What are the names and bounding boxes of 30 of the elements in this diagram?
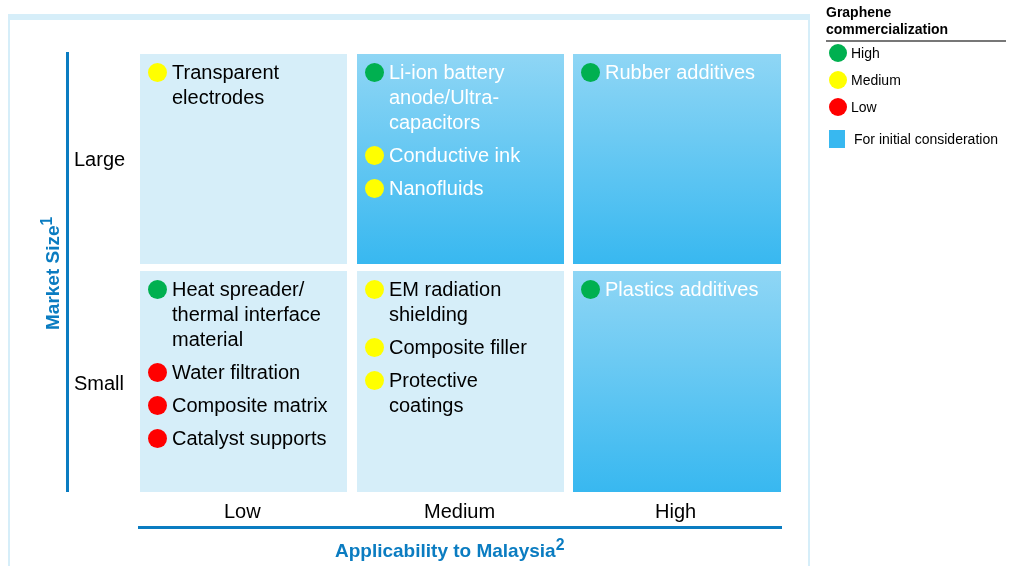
application-text: Rubber additives	[605, 61, 756, 83]
application-text: Li-ion battery anode/Ultra-capacitors	[389, 61, 505, 133]
column-label: Medium	[424, 500, 496, 523]
application-text: Protective coatings	[389, 369, 478, 416]
legend-title: Graphene commercialization	[826, 4, 1006, 42]
column-label: Low	[224, 500, 261, 523]
application-text: Nanofluids	[389, 177, 484, 199]
matrix-cell	[140, 54, 347, 264]
highlighted-cell	[573, 54, 781, 264]
application-text: Transparent electrodes	[172, 61, 280, 108]
application-text: Conductive ink	[389, 144, 521, 166]
matrix-cell	[140, 271, 347, 492]
legend-text: Medium	[851, 72, 901, 88]
application-text: Water filtration	[172, 361, 301, 383]
axis-title: Applicability to Malaysia$^{2}$	[335, 536, 565, 563]
application-text: Composite matrix	[172, 394, 328, 416]
legend-text: For initial consideration	[854, 131, 998, 147]
legend-text: Low	[851, 99, 877, 115]
row-label: Small	[74, 372, 124, 395]
application-text: Catalyst supports	[172, 427, 327, 449]
application-text: Plastics additives	[605, 278, 759, 300]
legend-text: High	[851, 45, 880, 61]
application-text: EM radiation shielding	[389, 278, 502, 325]
column-label: High	[655, 500, 697, 523]
matrix-cell	[357, 271, 564, 492]
application-text: Composite filler	[389, 336, 527, 358]
application-text: Heat spreader/ thermal interface material	[172, 278, 321, 350]
highlighted-cell	[573, 271, 781, 492]
row-label: Large	[74, 148, 126, 171]
highlighted-cell	[357, 54, 564, 264]
